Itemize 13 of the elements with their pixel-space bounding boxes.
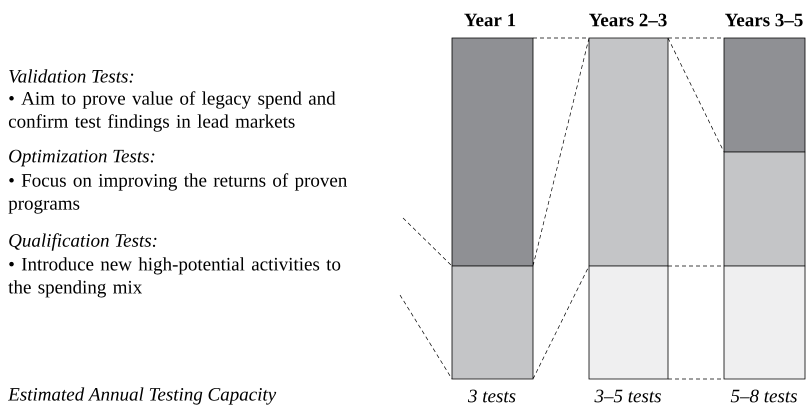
section-heading: Qualification Tests:: [9, 233, 156, 251]
column-heading: Years 2–3: [589, 14, 667, 26]
column-heading: Year 1: [464, 14, 516, 26]
test-count: 3 tests: [468, 390, 516, 402]
test-count: 5–8 tests: [730, 390, 797, 402]
section-heading: Optimization Tests:: [9, 150, 154, 166]
column-heading: Years 3–5: [725, 14, 803, 26]
bullet-text: • Introduce new high-potential activities to the spending mix: [8, 257, 340, 298]
bullet-text: • Focus on improving the returns of proven programs: [8, 173, 348, 214]
axis-caption: Estimated Annual Testing Capacity: [8, 387, 276, 405]
section-heading: Validation Tests:: [9, 69, 134, 83]
test-count: 3–5 tests: [594, 390, 661, 402]
bullet-text: • Aim to prove value of legacy spend and confirm test findings in lead markets: [8, 91, 336, 132]
